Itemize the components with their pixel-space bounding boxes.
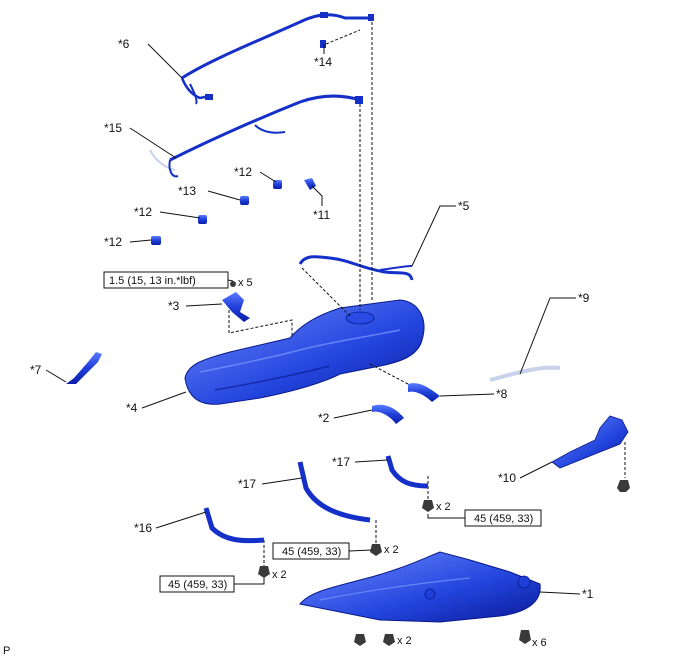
torque-spec-strap-mid: 45 (459, 33)	[272, 542, 350, 560]
callout-17-b: *17	[238, 477, 256, 491]
callout-10: *10	[498, 471, 516, 485]
nut-icon	[617, 480, 630, 492]
corner-mark: P	[3, 645, 10, 657]
protector-part-1	[299, 551, 541, 623]
fuel-tank-part-4	[184, 299, 425, 405]
wire-harness-part-15	[149, 94, 363, 178]
quantity-x6: x 6	[532, 637, 547, 649]
bolt-icon	[383, 634, 395, 646]
callout-5: *5	[458, 199, 470, 213]
wire-harness-part-6	[180, 12, 374, 105]
bolt-icon	[370, 544, 382, 556]
strap-part-17-right	[385, 455, 429, 489]
hose-part-8	[408, 383, 440, 402]
svg-text:1.5 (15, 13 in.*lbf): 1.5 (15, 13 in.*lbf)	[109, 275, 196, 287]
callout-16: *16	[134, 521, 152, 535]
callout-labels: *6 *14 *15 *12 *13 *12 *11 *12 *5 *3 *7 …	[30, 37, 594, 601]
callout-12-c: *12	[104, 235, 122, 249]
connector-part-12-c	[151, 236, 161, 245]
callout-13: *13	[178, 184, 196, 198]
callout-11: *11	[313, 208, 330, 222]
bolt-icon	[519, 630, 531, 644]
hose-part-9	[489, 365, 561, 382]
protector-part-10	[551, 415, 630, 492]
callout-17-a: *17	[332, 455, 350, 469]
fuel-sender-part-3	[222, 281, 293, 342]
clip-part-14	[320, 29, 361, 48]
torque-spec-strap-right: 45 (459, 33)	[464, 509, 542, 527]
bolt-icon	[258, 566, 270, 578]
callout-14: *14	[314, 55, 332, 69]
connector-parts	[151, 178, 316, 245]
bolt-icon	[354, 634, 366, 646]
callout-12-a: *12	[234, 165, 252, 179]
svg-text:45 (459, 33): 45 (459, 33)	[474, 513, 533, 525]
callout-2: *2	[318, 411, 330, 425]
callout-6: *6	[118, 37, 130, 51]
quantity-x5: x 5	[238, 277, 253, 289]
strap-part-17-mid	[297, 461, 371, 523]
svg-text:45 (459, 33): 45 (459, 33)	[282, 546, 341, 558]
bolt-icon	[422, 500, 434, 512]
quantity-x2-bottom: x 2	[397, 635, 412, 647]
callout-4: *4	[126, 401, 138, 415]
svg-text:45 (459, 33): 45 (459, 33)	[168, 579, 227, 591]
connector-part-13	[240, 196, 249, 205]
fuel-tube-part-5	[298, 255, 414, 281]
torque-spec-strap-left: 45 (459, 33)	[159, 575, 235, 593]
callout-9: *9	[578, 291, 590, 305]
plate-bolts	[354, 630, 531, 646]
strap-part-16	[203, 507, 265, 544]
callout-15: *15	[104, 121, 122, 135]
callout-8: *8	[496, 387, 508, 401]
connector-part-12-b	[198, 215, 207, 224]
torque-spec-small: 1.5 (15, 13 in.*lbf)	[103, 271, 229, 289]
quantity-x2-right: x 2	[436, 501, 451, 513]
dashed-guides	[263, 22, 626, 566]
bolt-icon	[230, 281, 236, 287]
leader-lines	[45, 43, 581, 595]
quantity-x2-left: x 2	[272, 569, 287, 581]
callout-12-b: *12	[134, 205, 152, 219]
quantity-x2-mid: x 2	[384, 544, 399, 556]
hose-part-2	[372, 404, 404, 424]
bracket-part-7	[66, 352, 102, 384]
callout-7: *7	[30, 363, 42, 377]
callout-3: *3	[168, 299, 180, 313]
strap-bolts	[258, 500, 434, 578]
connector-part-12-a	[273, 180, 282, 189]
callout-1: *1	[582, 587, 594, 601]
